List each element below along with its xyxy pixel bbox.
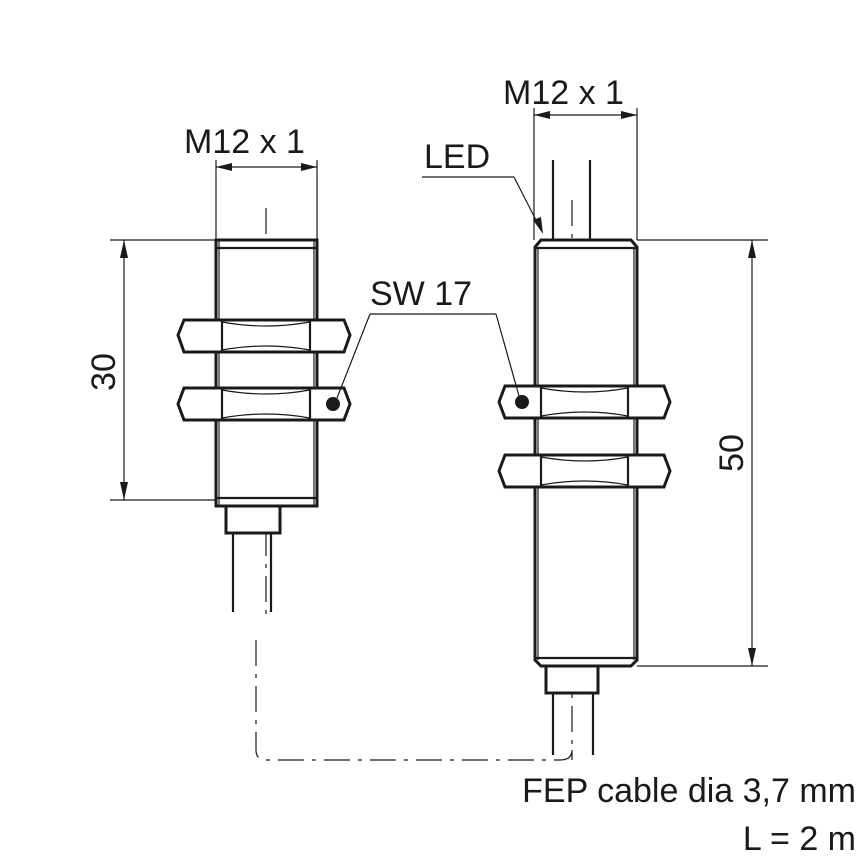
cable-spec-line2: L = 2 m	[743, 820, 856, 858]
left-length-label: 30	[85, 353, 123, 391]
right-sensor: M12 x 1 LED	[422, 74, 768, 760]
nut-marker-dot	[515, 395, 529, 409]
led-label: LED	[424, 138, 490, 176]
left-thread-label: M12 x 1	[184, 123, 305, 161]
right-thread-label: M12 x 1	[503, 74, 624, 112]
left-sensor: M12 x 1 30	[85, 123, 352, 620]
nut-marker-dot	[326, 397, 340, 411]
nut-size-label: SW 17	[370, 275, 472, 313]
right-length-label: 50	[713, 434, 751, 472]
cable-break-line	[255, 640, 573, 761]
cable-spec-line1: FEP cable dia 3,7 mm	[522, 772, 856, 810]
sw17-callout: SW 17	[336, 275, 520, 399]
